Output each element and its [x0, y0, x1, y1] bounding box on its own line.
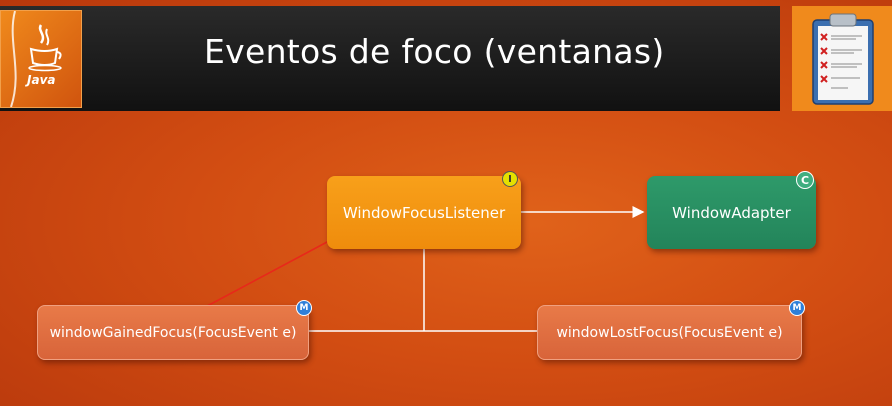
node-window-adapter-label: WindowAdapter [672, 203, 791, 222]
node-window-lost-focus: windowLostFocus(FocusEvent e) M [537, 300, 805, 360]
node-window-adapter: WindowAdapter C [647, 171, 816, 249]
interface-badge-icon: I [502, 171, 518, 187]
node-window-focus-listener: WindowFocusListener I [327, 171, 521, 249]
java-cup-icon [10, 11, 62, 107]
clipboard-panel [792, 6, 892, 111]
node-window-lost-focus-label: windowLostFocus(FocusEvent e) [556, 324, 783, 341]
method-badge-icon: M [789, 300, 805, 316]
node-window-focus-listener-label: WindowFocusListener [342, 203, 506, 222]
node-window-gained-focus: windowGainedFocus(FocusEvent e) M [37, 300, 312, 360]
header-bar [0, 6, 780, 111]
java-logo-text: Java [27, 73, 56, 87]
clipboard-checklist-icon [812, 13, 874, 105]
java-logo: Java [0, 10, 82, 108]
node-window-gained-focus-label: windowGainedFocus(FocusEvent e) [49, 324, 297, 341]
class-badge-icon: C [796, 171, 814, 189]
method-badge-icon: M [296, 300, 312, 316]
slide-title: Eventos de foco (ventanas) [204, 32, 665, 71]
